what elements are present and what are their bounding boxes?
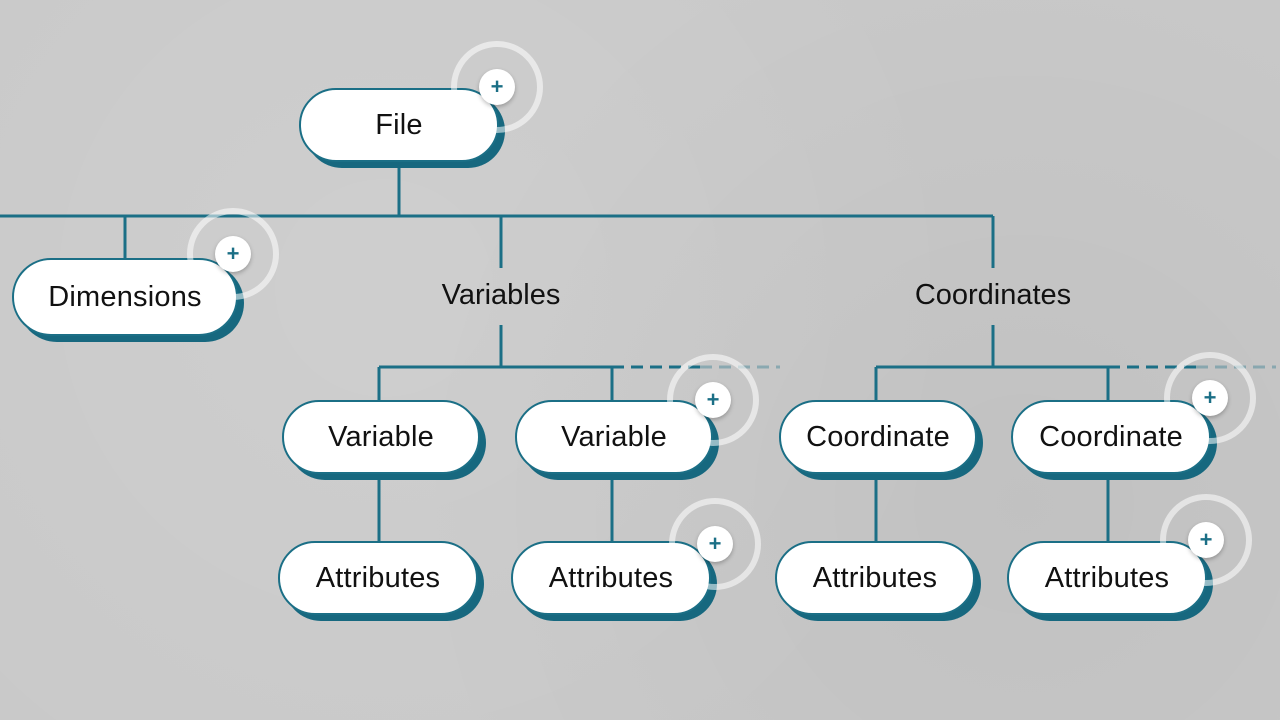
variables-label: Variables	[441, 279, 561, 311]
plus-icon-coordinate[interactable]: +	[1192, 380, 1228, 416]
attributes-node-variable-1[interactable]: Attributes	[278, 541, 478, 615]
attributes-node-coordinate-1[interactable]: Attributes	[775, 541, 975, 615]
plus-icon-variable[interactable]: +	[695, 382, 731, 418]
expand-ring	[667, 354, 759, 446]
coordinate-node-1[interactable]: Coordinate	[779, 400, 977, 474]
plus-icon-attributes-variable[interactable]: +	[697, 526, 733, 562]
plus-icon-file[interactable]: +	[479, 69, 515, 105]
coordinate-node-2[interactable]: Coordinate	[1011, 400, 1211, 474]
expand-ring	[187, 208, 279, 300]
coordinates-label: Coordinates	[914, 279, 1072, 311]
variable-node-1[interactable]: Variable	[282, 400, 480, 474]
expand-ring	[451, 41, 543, 133]
expand-ring	[1160, 494, 1252, 586]
expand-ring	[1164, 352, 1256, 444]
plus-icon-attributes-coordinate[interactable]: +	[1188, 522, 1224, 558]
expand-ring	[669, 498, 761, 590]
attributes-node-coordinate-2[interactable]: Attributes	[1007, 541, 1207, 615]
plus-icon-dimensions[interactable]: +	[215, 236, 251, 272]
